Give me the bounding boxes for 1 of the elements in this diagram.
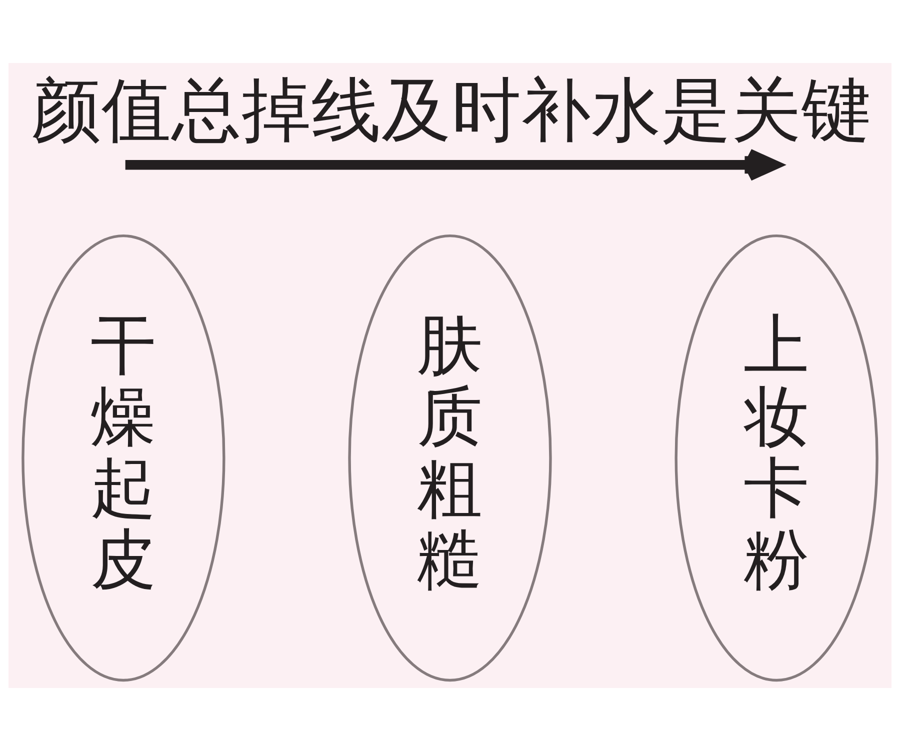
diagram-title: 颜值总掉线及时补水是关键 [32, 70, 872, 151]
